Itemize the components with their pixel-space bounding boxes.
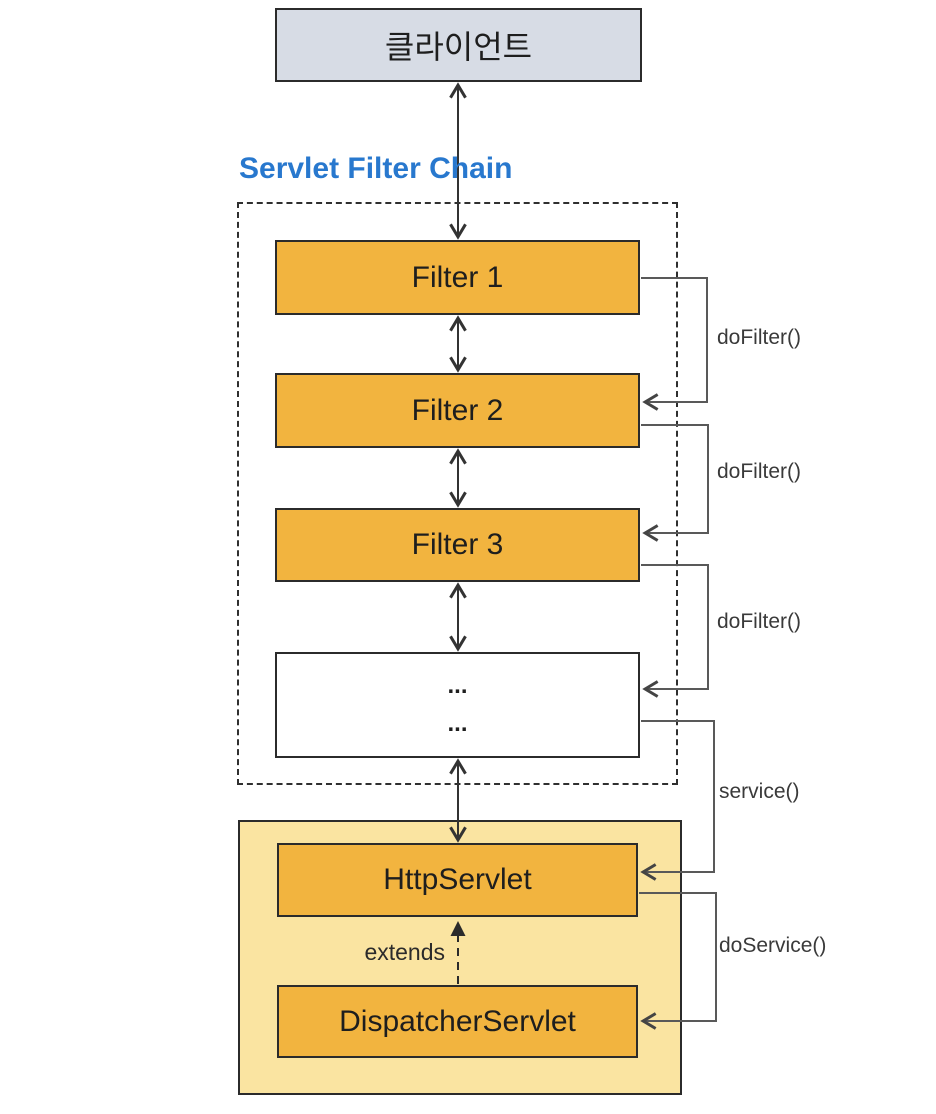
extends-label: extends	[364, 939, 445, 965]
client-label: 클라이언트	[384, 29, 533, 65]
filter-2-box: Filter 2	[275, 373, 640, 448]
client-box: 클라이언트	[275, 8, 642, 82]
filter-3-label: Filter 3	[411, 528, 504, 561]
ellipsis-line-1: ...	[447, 672, 468, 699]
chain-title: Servlet Filter Chain	[239, 152, 513, 185]
ellipsis-box: ... ...	[275, 652, 640, 758]
http-servlet-box: HttpServlet	[277, 843, 638, 917]
dispatcher-servlet-box: DispatcherServlet	[277, 985, 638, 1058]
service-label: service()	[719, 780, 800, 803]
dofilter-1-label: doFilter()	[717, 326, 802, 349]
dispatcher-servlet-label: DispatcherServlet	[339, 1004, 576, 1038]
ellipsis-line-2: ...	[447, 710, 468, 737]
filter-1-label: Filter 1	[411, 260, 504, 294]
filter-3-box: Filter 3	[275, 508, 640, 582]
filter-2-label: Filter 2	[411, 393, 504, 427]
dofilter-2-label: doFilter()	[717, 460, 802, 483]
filter-1-box: Filter 1	[275, 240, 640, 315]
http-servlet-label: HttpServlet	[383, 863, 532, 896]
doservice-label: doService()	[719, 934, 827, 957]
dofilter-3-label: doFilter()	[717, 610, 802, 633]
